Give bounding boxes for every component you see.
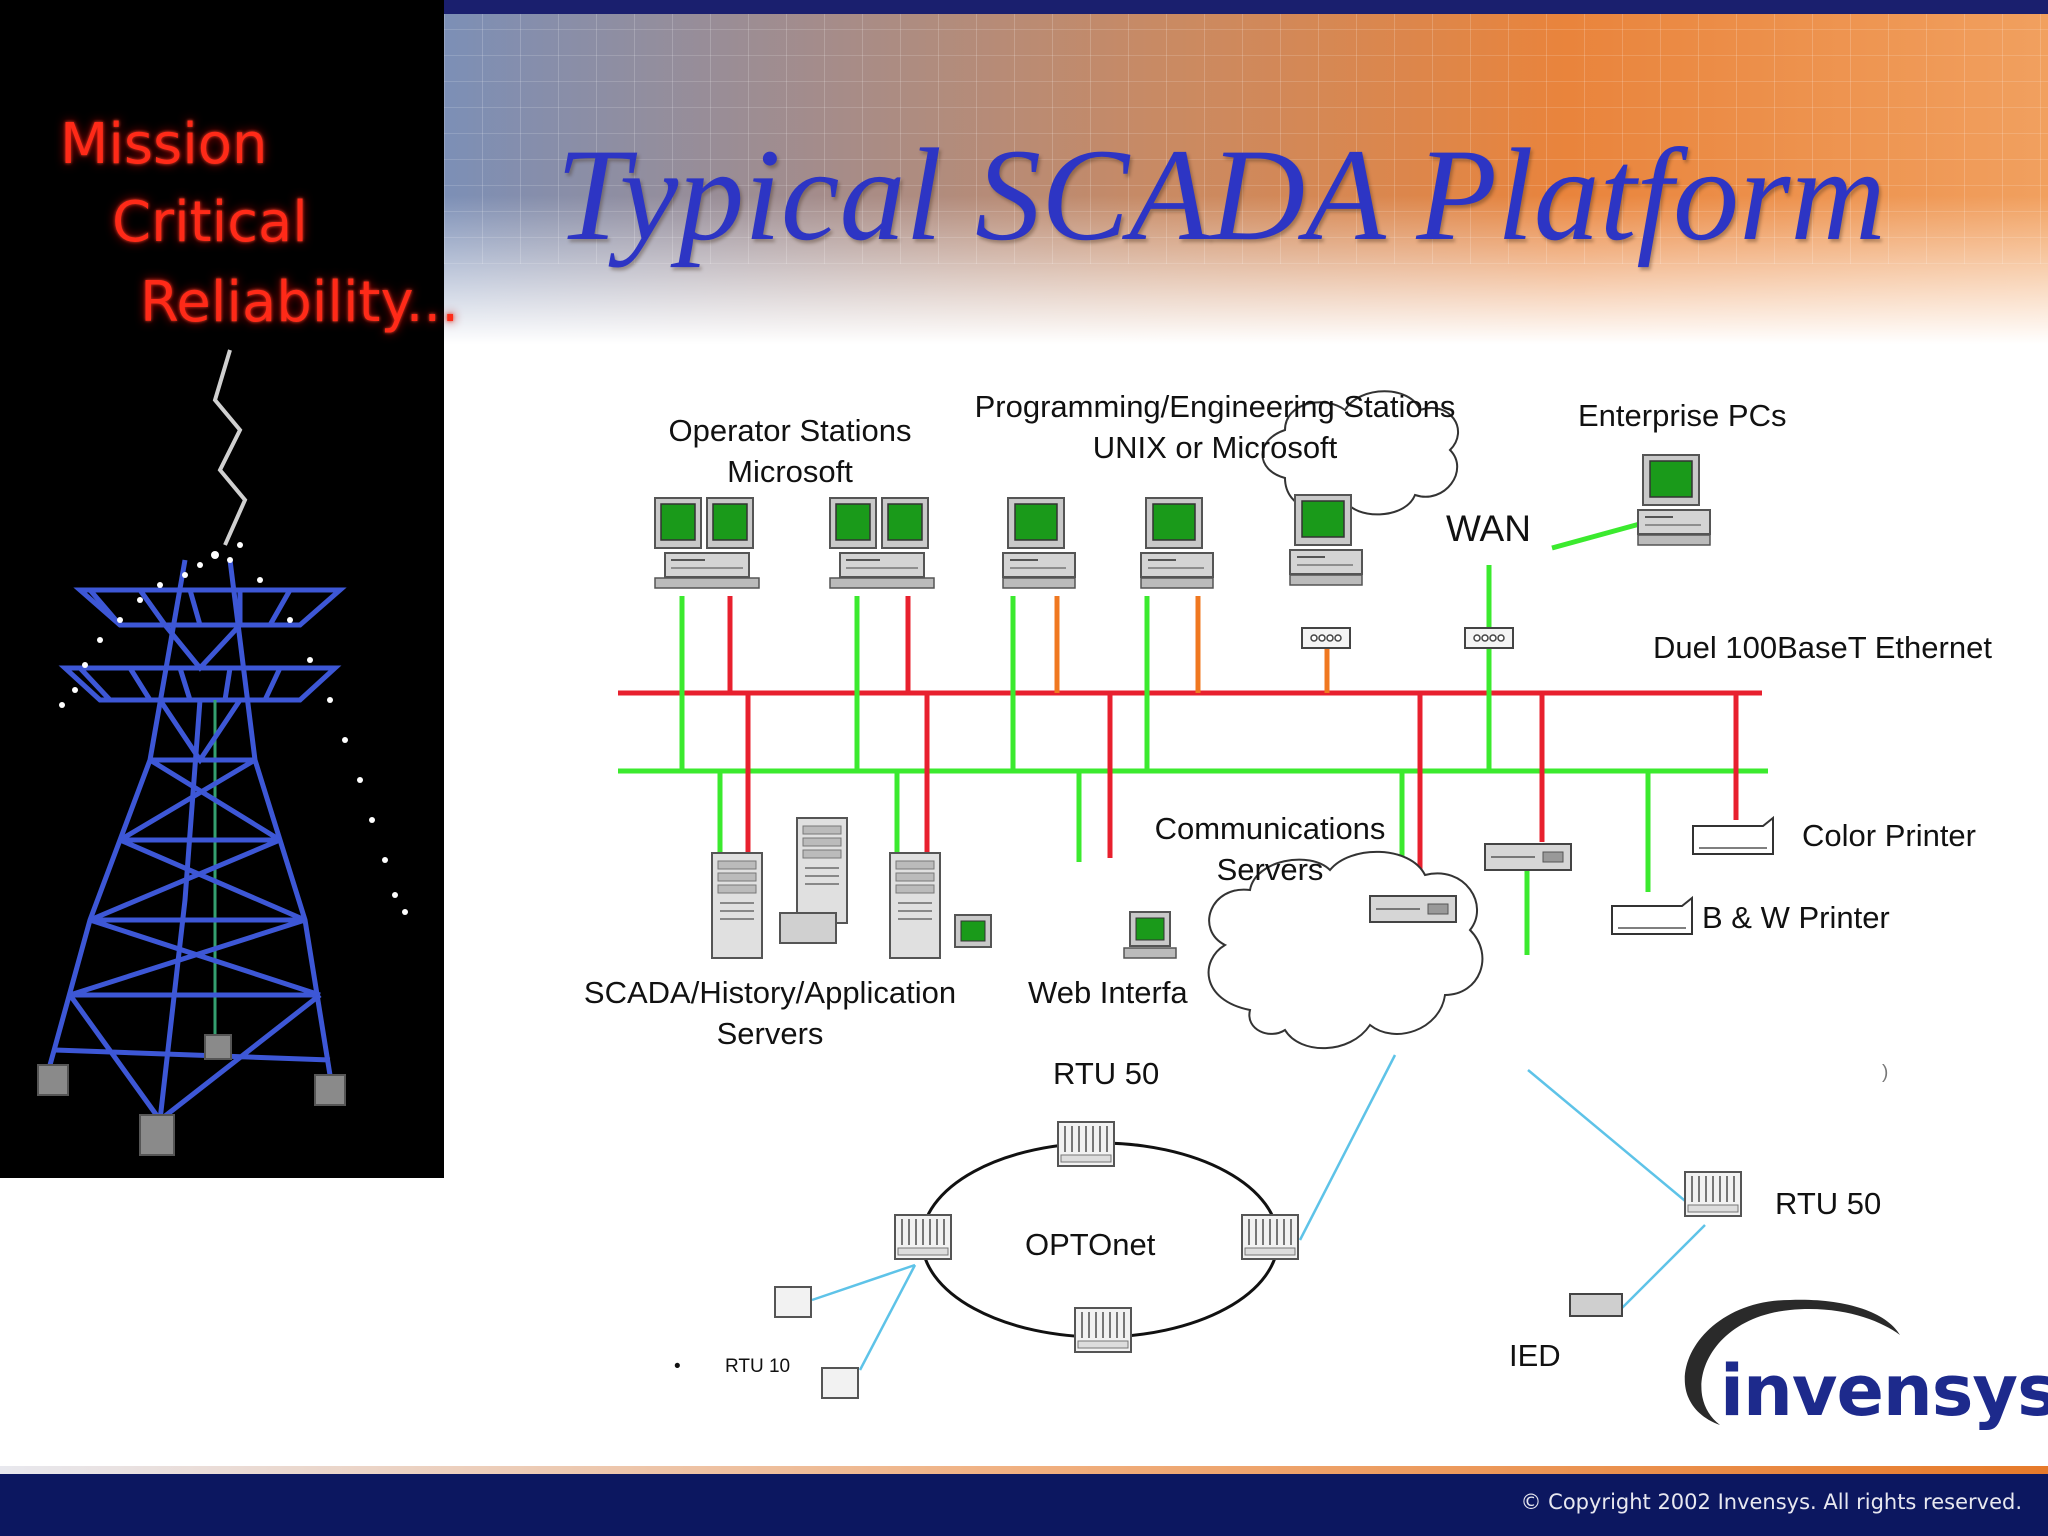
- scada-server-2: [796, 817, 848, 924]
- rtu-ring-right: [1241, 1214, 1299, 1260]
- header-background: [444, 14, 2048, 344]
- web-interface-pc-screen: [1135, 917, 1165, 941]
- engineering-station-2: [1140, 497, 1214, 589]
- stray-paren: ): [1882, 1062, 1889, 1083]
- comm-server-switch: [1369, 895, 1457, 923]
- label-operator-stations-line2: Microsoft: [727, 454, 853, 489]
- label-color-printer: Color Printer: [1802, 818, 1976, 853]
- rtu10-2: [821, 1367, 859, 1399]
- server-console: [779, 912, 837, 944]
- slide-title: Typical SCADA Platform: [556, 121, 1886, 268]
- label-web-interface: Web Interfa: [1028, 975, 1188, 1010]
- label-scada-servers: SCADA/History/Application Servers: [560, 972, 980, 1054]
- hub-wan: [1464, 627, 1514, 649]
- label-rtu50-top: RTU 50: [1053, 1056, 1160, 1091]
- label-scada-servers-line1: SCADA/History/Application: [583, 975, 957, 1010]
- transmission-tower-illustration: [37, 349, 408, 1156]
- bullet-mark: •: [674, 1356, 681, 1377]
- web-interface-pc-base: [1123, 947, 1177, 959]
- ied-device: [1569, 1293, 1623, 1317]
- label-operator-stations-line1: Operator Stations: [668, 413, 912, 448]
- label-programming-stations-line2: UNIX or Microsoft: [1092, 430, 1338, 465]
- tower-footings: [37, 1034, 346, 1156]
- tagline-reliability: Reliability...: [140, 270, 460, 335]
- invensys-swoosh: [1684, 1299, 1900, 1425]
- operator-station-1: [654, 497, 760, 589]
- label-enterprise-pcs: Enterprise PCs: [1578, 398, 1787, 433]
- workstation-drops: [679, 519, 1648, 771]
- enterprise-pc: [1637, 454, 1711, 546]
- top-band: [0, 0, 2048, 14]
- footer-bar: [0, 1474, 2048, 1536]
- field-links: [811, 1054, 1706, 1371]
- operator-station-2: [829, 497, 935, 589]
- rtu10-1: [774, 1286, 812, 1318]
- label-ethernet: Duel 100BaseT Ethernet: [1653, 630, 1992, 665]
- tagline-critical: Critical: [112, 190, 308, 255]
- header-grid-texture: [444, 14, 2048, 264]
- rtu-ring-bottom: [1074, 1307, 1132, 1353]
- label-rtu50-right: RTU 50: [1775, 1186, 1882, 1221]
- label-operator-stations: Operator Stations Microsoft: [640, 410, 940, 492]
- label-programming-stations-line1: Programming/Engineering Stations: [974, 389, 1456, 424]
- server-monitor-screen: [960, 920, 986, 942]
- comm-switch: [1484, 843, 1572, 871]
- lightning-bolt: [212, 349, 248, 546]
- label-wan: WAN: [1446, 508, 1531, 549]
- label-scada-servers-line2: Servers: [716, 1016, 824, 1051]
- label-communications-servers-line2: Servers: [1216, 852, 1324, 887]
- engineering-station-1: [1002, 497, 1076, 589]
- lightning-sparks: [59, 542, 408, 915]
- tower-leg-front: [157, 699, 203, 1121]
- label-rtu10: RTU 10: [725, 1356, 791, 1377]
- invensys-logo: invensys: [1720, 1350, 2048, 1432]
- label-communications-servers-line1: Communications: [1154, 811, 1386, 846]
- label-bw-printer: B & W Printer: [1702, 900, 1890, 935]
- footer-stripe: [0, 1466, 2048, 1474]
- color-printer: [1692, 817, 1774, 855]
- tagline-mission: Mission: [60, 112, 268, 177]
- rtu50-remote: [1684, 1171, 1742, 1217]
- label-programming-stations: Programming/Engineering Stations UNIX or…: [930, 386, 1500, 468]
- bw-printer: [1611, 897, 1693, 935]
- label-ied: IED: [1509, 1338, 1561, 1373]
- copyright-text: © Copyright 2002 Invensys. All rights re…: [1520, 1490, 2022, 1514]
- scada-server-1: [711, 852, 763, 959]
- engineering-station-3: [1289, 494, 1363, 586]
- label-optonet: OPTOnet: [1025, 1227, 1156, 1262]
- hub-left: [1301, 627, 1351, 649]
- rtu-ring-left: [894, 1214, 952, 1260]
- label-communications-servers: Communications Servers: [1120, 808, 1420, 890]
- tower-crossarm-top: [73, 587, 347, 628]
- scada-server-3: [889, 852, 941, 959]
- rtu-ring-top: [1057, 1121, 1115, 1167]
